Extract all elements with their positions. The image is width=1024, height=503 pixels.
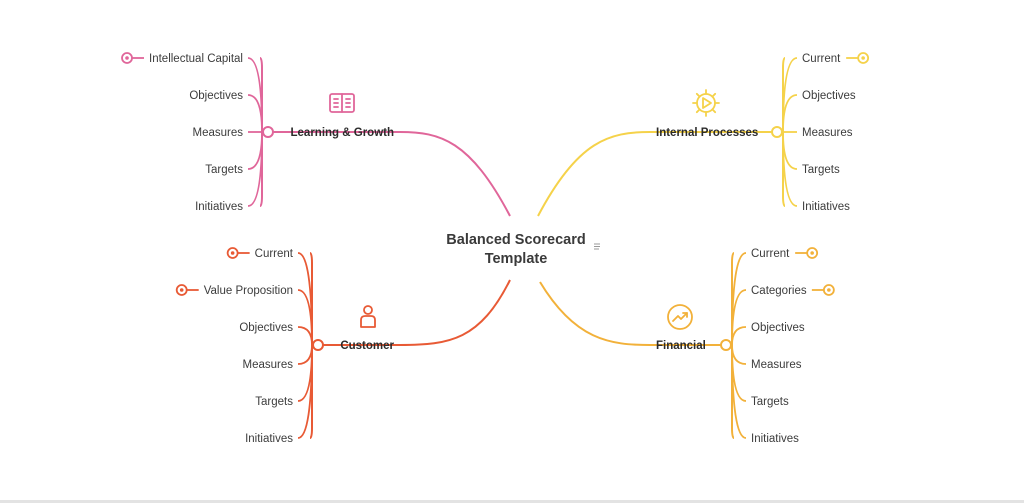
leaf-label-customer[interactable]: Targets [255,396,293,408]
leaf-connector [247,131,263,170]
leaf-connector [297,252,313,346]
label-layer: Balanced Scorecard Template Intellectual… [121,52,870,445]
leaf-label-learning[interactable]: Intellectual Capital [149,53,243,65]
leaf-label-internal[interactable]: Measures [802,127,853,139]
leaf-label-internal[interactable]: Current [802,53,841,65]
leaf-label-financial[interactable]: Targets [751,396,789,408]
leaf-label-internal[interactable]: Initiatives [802,201,850,213]
leaf-connector [782,94,798,133]
leaf-connector [297,344,313,439]
bottom-divider [0,500,1024,503]
leaf-label-financial[interactable]: Objectives [751,322,805,334]
hub-node-internal[interactable] [771,126,783,138]
leaf-label-financial[interactable]: Measures [751,359,802,371]
branch-label-customer[interactable]: Customer [340,340,394,352]
hub-node-financial[interactable] [720,339,732,351]
leaf-label-customer[interactable]: Measures [243,359,294,371]
leaf-label-customer[interactable]: Initiatives [245,433,293,445]
leaf-connector [731,326,747,346]
leaf-label-financial[interactable]: Current [751,248,790,260]
leaf-label-internal[interactable]: Targets [802,164,840,176]
leaf-connector [731,344,747,439]
target-marker-icon[interactable] [121,52,145,64]
branch-icon-layer [329,89,720,330]
leaf-connector [782,131,798,170]
connector-layer [247,57,798,439]
center-title-line1[interactable]: Balanced Scorecard [446,232,585,248]
person-icon [360,305,376,328]
leaf-label-customer[interactable]: Current [255,248,294,260]
center-title-line2[interactable]: Template [485,251,548,267]
target-marker-icon[interactable] [846,52,870,64]
branch-label-learning[interactable]: Learning & Growth [291,127,395,139]
target-marker-icon[interactable] [811,284,835,296]
leaf-label-financial[interactable]: Initiatives [751,433,799,445]
target-marker-icon[interactable] [175,284,199,296]
connector-learning [399,131,511,217]
leaf-label-customer[interactable]: Objectives [239,322,293,334]
leaf-label-learning[interactable]: Targets [205,164,243,176]
leaf-label-customer[interactable]: Value Proposition [204,285,293,297]
branch-label-internal[interactable]: Internal Processes [656,127,758,139]
note-lines-icon[interactable] [593,242,602,251]
leaf-label-learning[interactable]: Measures [193,127,244,139]
open-book-icon [329,93,355,113]
leaf-connector [782,131,798,207]
target-marker-icon[interactable] [226,247,250,259]
target-marker-icon[interactable] [795,247,819,259]
leaf-connector [297,344,313,365]
connector-financial [539,281,651,346]
leaf-connector [247,94,263,133]
connector-customer [399,279,511,346]
hub-node-learning[interactable] [262,126,274,138]
leaf-connector [247,131,263,207]
leaf-label-financial[interactable]: Categories [751,285,807,297]
trend-up-icon [667,304,693,330]
leaf-connector [731,252,747,346]
leaf-connector [297,289,313,346]
leaf-label-internal[interactable]: Objectives [802,90,856,102]
branch-label-financial[interactable]: Financial [656,340,706,352]
leaf-connector [297,326,313,346]
gear-play-icon [692,89,720,117]
leaf-connector [731,289,747,346]
hub-node-customer[interactable] [312,339,324,351]
leaf-label-learning[interactable]: Initiatives [195,201,243,213]
leaf-connector [731,344,747,365]
connector-internal [537,131,651,217]
leaf-label-learning[interactable]: Objectives [189,90,243,102]
